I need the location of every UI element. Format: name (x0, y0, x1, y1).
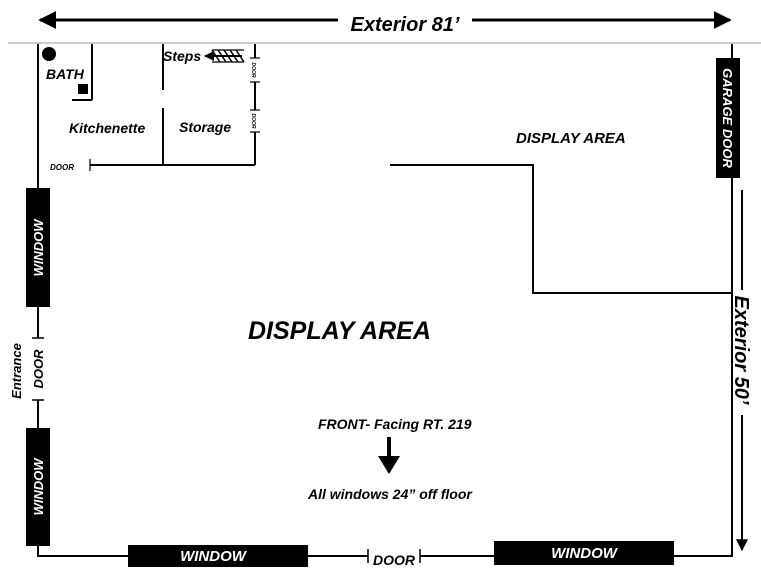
display-area-main-label: DISPLAY AREA (248, 317, 431, 345)
garage-door-label: GARAGE DOOR (720, 68, 735, 168)
window-label: WINDOW (551, 545, 619, 562)
down-arrow-icon (378, 437, 400, 474)
sink-icon (78, 84, 88, 94)
bath-label: BATH (46, 66, 85, 82)
storage-door-ticks (89, 57, 260, 171)
window-label: WINDOW (180, 548, 248, 565)
exterior-width-dimension: Exterior 81’ (38, 11, 732, 36)
window-label: WINDOW (31, 218, 46, 277)
storage-door-label-2: DOOR (250, 114, 256, 129)
window-left-upper: WINDOW (26, 188, 50, 307)
window-label: WINDOW (31, 457, 46, 516)
garage-door: GARAGE DOOR (716, 58, 740, 178)
storage-door-label-1: DOOR (250, 63, 256, 78)
window-bottom-left: WINDOW (128, 545, 308, 567)
steps-icon (204, 49, 245, 63)
steps-label: Steps (163, 48, 201, 64)
window-left-lower: WINDOW (26, 428, 50, 546)
kitchenette-label: Kitchenette (69, 120, 145, 136)
entrance-label: Entrance (9, 343, 24, 399)
front-facing-label: FRONT- Facing RT. 219 (318, 416, 472, 432)
toilet-icon (42, 47, 56, 61)
door-ticks (32, 337, 421, 563)
exterior-depth-dimension: Exterior 50’ (730, 190, 752, 552)
exterior-depth-label: Exterior 50’ (730, 296, 752, 405)
exterior-width-label: Exterior 81’ (351, 14, 460, 36)
interior-walls (72, 44, 732, 294)
display-area-upper-label: DISPLAY AREA (516, 130, 626, 147)
window-bottom-right: WINDOW (494, 541, 674, 565)
front-door-label: DOOR (373, 552, 416, 568)
windows-note: All windows 24” off floor (307, 486, 473, 502)
storage-label: Storage (179, 119, 231, 135)
outer-walls (37, 44, 733, 557)
entrance-door-label: DOOR (31, 349, 46, 389)
kitchen-door-label: DOOR (50, 163, 74, 172)
